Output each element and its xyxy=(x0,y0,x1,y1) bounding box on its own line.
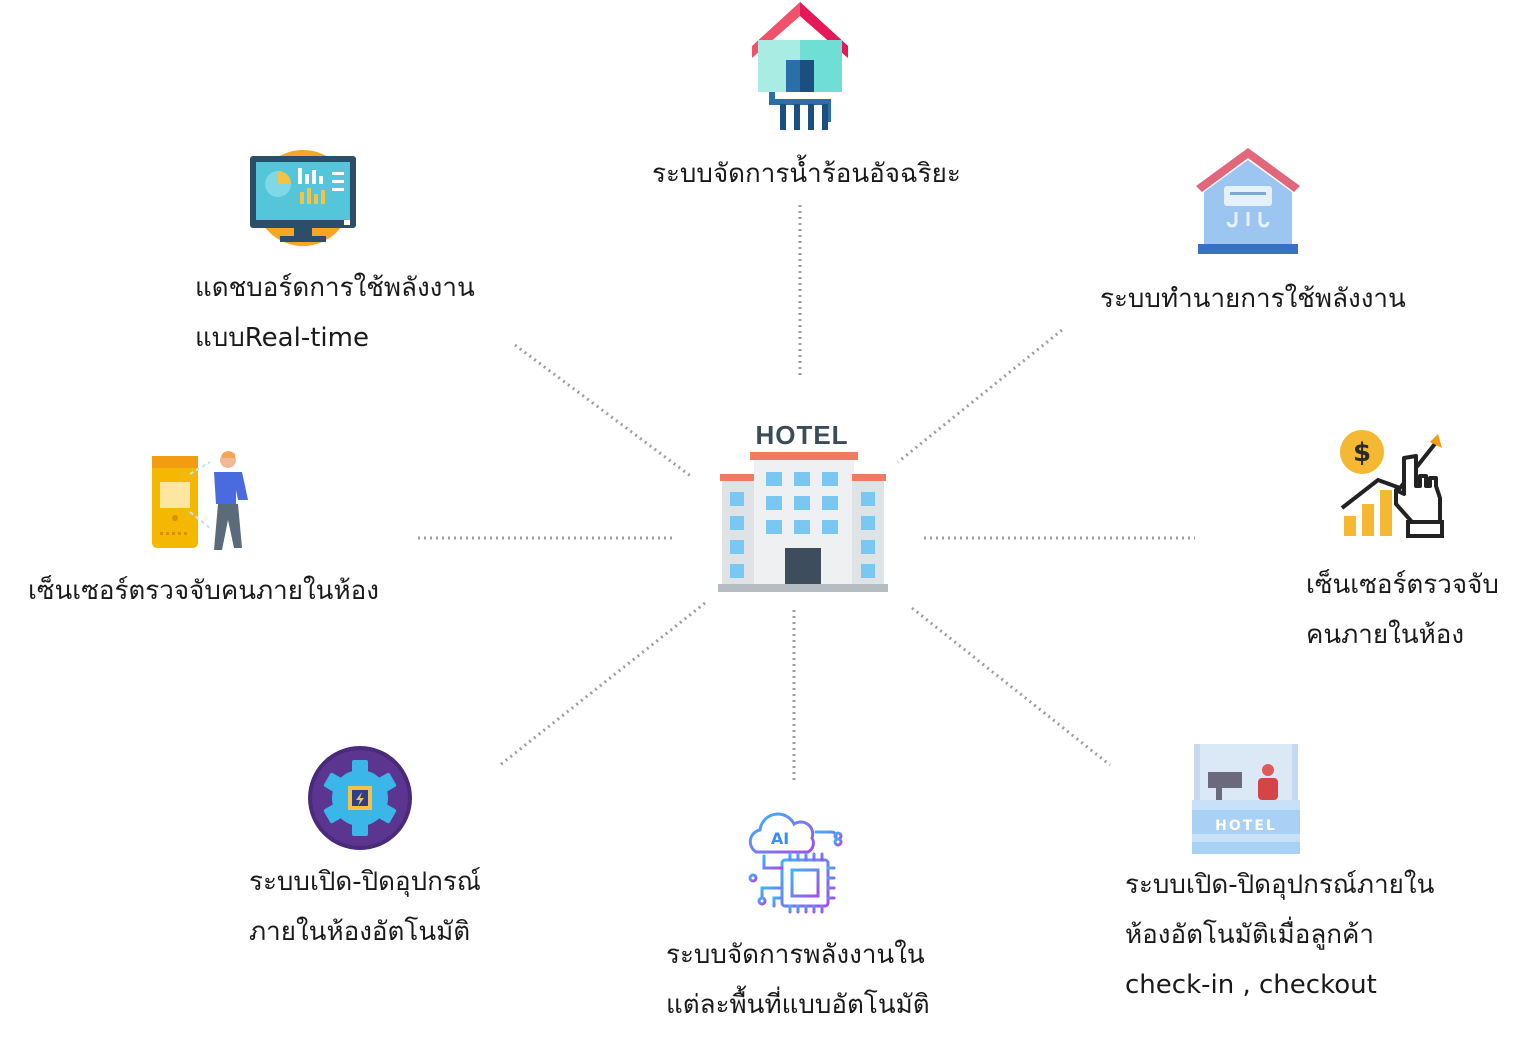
connector-bottom-right xyxy=(911,606,1111,767)
ai-chip-icon: AI xyxy=(748,812,843,914)
gear-chip-icon xyxy=(308,746,412,850)
house-air-conditioner-icon xyxy=(1196,148,1300,254)
connector-top-right xyxy=(897,328,1063,464)
svg-text:AI: AI xyxy=(771,829,789,848)
hotel-reception-icon: HOTEL xyxy=(1192,744,1300,854)
label-prediction: ระบบทำนายการใช้พลังงาน xyxy=(1100,284,1406,314)
connector-top-left xyxy=(514,343,693,479)
monitor-dashboard-icon xyxy=(250,150,356,246)
connector-bottom-left xyxy=(499,601,706,767)
person-sensor-door-icon xyxy=(152,451,248,550)
label-sensor-left: เซ็นเซอร์ตรวจจับคนภายในห้อง xyxy=(28,576,379,606)
hotel-title: HOTEL xyxy=(755,420,849,450)
label-sensor-right: เซ็นเซอร์ตรวจจับ คนภายในห้อง xyxy=(1306,570,1499,650)
label-auto-device: ระบบเปิด-ปิดอุปกรณ์ ภายในห้องอัตโนมัติ xyxy=(249,867,481,947)
label-zone-energy: ระบบจัดการพลังงานใน แต่ละพื้นที่แบบอัตโน… xyxy=(666,940,930,1020)
svg-text:$: $ xyxy=(1353,438,1371,468)
growth-chart-hand-icon: $ xyxy=(1340,430,1444,538)
label-dashboard: แดชบอร์ดการใช้พลังงาน แบบReal-time xyxy=(195,273,475,353)
svg-text:HOTEL: HOTEL xyxy=(1215,818,1277,834)
smart-water-heater-icon xyxy=(752,2,848,130)
label-water-heater: ระบบจัดการน้ำร้อนอัจฉริยะ xyxy=(652,159,961,189)
label-checkin-device: ระบบเปิด-ปิดอุปกรณ์ภายใน ห้องอัตโนมัติเม… xyxy=(1125,870,1435,1000)
hotel-building-icon xyxy=(718,452,888,592)
